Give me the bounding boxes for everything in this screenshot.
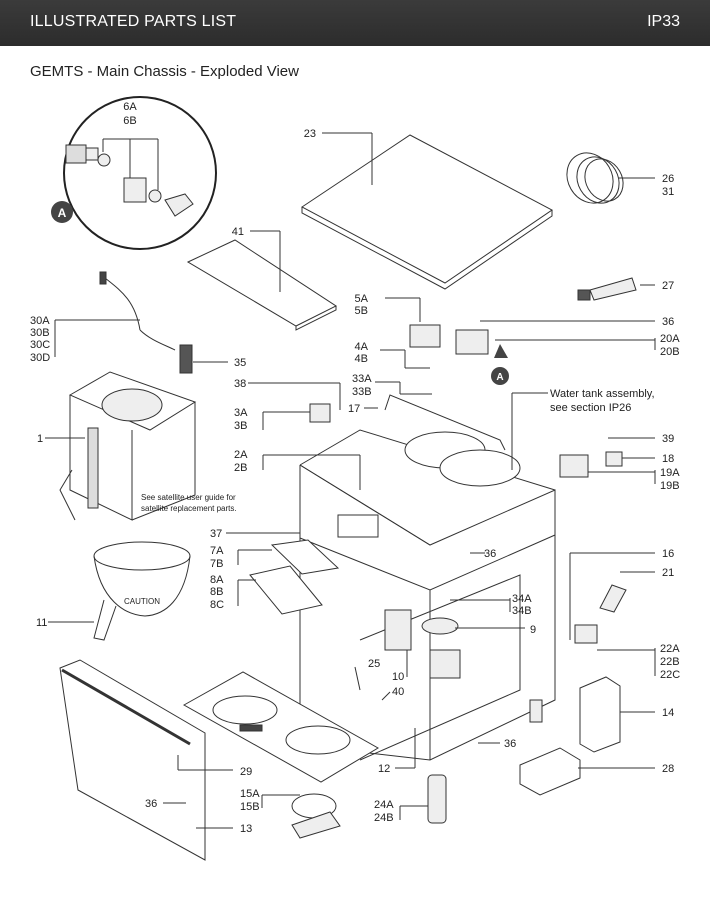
label-27: 27 <box>662 280 674 292</box>
top-cover-panel <box>301 134 553 290</box>
label-18: 18 <box>662 453 674 465</box>
label-31: 31 <box>662 186 674 198</box>
label-4B: 4B <box>355 353 368 365</box>
label-21: 21 <box>662 567 674 579</box>
label-2B: 2B <box>234 462 247 474</box>
callout-a-letter: A <box>58 206 67 220</box>
label-6A: 6A <box>123 101 137 113</box>
inlet-valve <box>455 329 509 385</box>
label-13: 13 <box>240 823 252 835</box>
water-tank-note-line1: Water tank assembly, <box>550 388 655 400</box>
label-20A: 20A <box>660 333 680 345</box>
section-title: ILLUSTRATED PARTS LIST <box>30 13 237 30</box>
label-24A: 24A <box>374 799 394 811</box>
power-module <box>519 747 581 796</box>
label-26: 26 <box>662 173 674 185</box>
fitting-18 <box>605 451 623 467</box>
label-19B: 19B <box>660 480 680 492</box>
label-10: 10 <box>392 671 404 683</box>
label-36-top: 36 <box>662 316 674 328</box>
label-14: 14 <box>662 707 674 719</box>
label-29: 29 <box>240 766 252 778</box>
label-3B: 3B <box>234 420 247 432</box>
solenoid-valve <box>409 324 441 348</box>
label-24B: 24B <box>374 812 394 824</box>
label-22A: 22A <box>660 643 680 655</box>
label-30C: 30C <box>30 339 50 351</box>
label-33A: 33A <box>352 373 372 385</box>
warmer-element <box>291 793 341 839</box>
caution-text: CAUTION <box>124 597 160 606</box>
label-6B: 6B <box>123 115 136 127</box>
label-41: 41 <box>232 226 244 238</box>
label-3A: 3A <box>234 407 248 419</box>
label-19A: 19A <box>660 467 680 479</box>
label-30A: 30A <box>30 315 50 327</box>
shelf-panel <box>186 239 338 331</box>
satellite-server <box>59 371 197 521</box>
label-28: 28 <box>662 763 674 775</box>
label-33B: 33B <box>352 386 372 398</box>
label-36-door: 36 <box>145 798 157 810</box>
label-30D: 30D <box>30 352 50 364</box>
label-30B: 30B <box>30 327 50 339</box>
label-23: 23 <box>304 128 316 140</box>
label-36-bottom: 36 <box>504 738 516 750</box>
label-15B: 15B <box>240 801 260 813</box>
label-7B: 7B <box>210 558 223 570</box>
label-36-body: 36 <box>484 548 496 560</box>
label-8C: 8C <box>210 599 224 611</box>
timer-box <box>579 676 621 753</box>
label-38: 38 <box>234 378 246 390</box>
label-20B: 20B <box>660 346 680 358</box>
label-37: 37 <box>210 528 222 540</box>
label-5B: 5B <box>355 305 368 317</box>
label-2A: 2A <box>234 449 248 461</box>
detail-circle-a <box>51 96 217 250</box>
label-1: 1 <box>37 433 43 445</box>
label-17: 17 <box>348 403 360 415</box>
main-chassis-body <box>299 394 556 761</box>
label-7A: 7A <box>210 545 224 557</box>
header-bar: ILLUSTRATED PARTS LIST IP33 <box>0 0 710 46</box>
page-subtitle: GEMTS - Main Chassis - Exploded View <box>30 63 299 80</box>
thermostat-sensor <box>309 403 331 423</box>
satellite-note-line2: satellite replacement parts. <box>141 504 237 513</box>
label-34A: 34A <box>512 593 532 605</box>
switch-22 <box>574 624 598 644</box>
label-22B: 22B <box>660 656 680 668</box>
fitting-19 <box>559 454 589 478</box>
tubing-coil <box>566 152 624 204</box>
label-15A: 15A <box>240 788 260 800</box>
satellite-note-line1: See satellite user guide for <box>141 493 236 502</box>
label-25: 25 <box>368 658 380 670</box>
label-34B: 34B <box>512 605 532 617</box>
leg-foot <box>427 774 447 824</box>
control-panel <box>249 539 340 615</box>
label-22C: 22C <box>660 669 680 681</box>
label-8A: 8A <box>210 574 224 586</box>
front-door-panel <box>59 659 206 861</box>
label-12: 12 <box>378 763 390 775</box>
callout-a-marker: A <box>496 372 503 383</box>
label-35: 35 <box>234 357 246 369</box>
label-5A: 5A <box>355 293 369 305</box>
label-39: 39 <box>662 433 674 445</box>
label-4A: 4A <box>355 341 369 353</box>
label-11: 11 <box>36 617 47 629</box>
label-16: 16 <box>662 548 674 560</box>
switch-21 <box>599 584 627 613</box>
water-tank-note-line2: see section IP26 <box>550 402 631 414</box>
wiring-harness <box>99 271 193 374</box>
label-40: 40 <box>392 686 404 698</box>
lubricant-tube <box>577 277 637 301</box>
label-8B: 8B <box>210 586 223 598</box>
section-code: IP33 <box>647 13 680 30</box>
warmer-plate-deck <box>182 671 379 783</box>
label-9: 9 <box>530 624 536 636</box>
brew-basket <box>93 541 191 641</box>
